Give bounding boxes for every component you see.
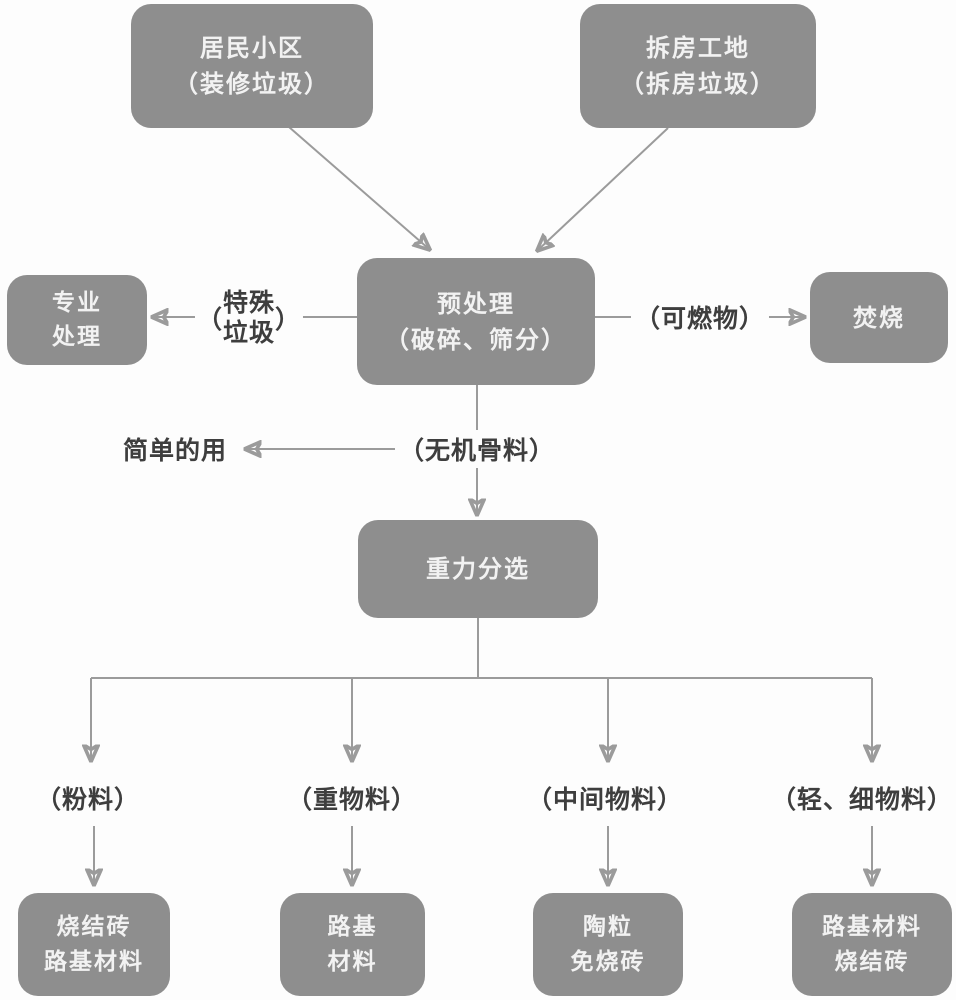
edge-label-line: 特殊 — [222, 288, 276, 317]
node-label: 拆房工地 — [646, 34, 750, 62]
close-paren: ） — [275, 305, 302, 334]
node-label: 路基 — [327, 914, 378, 940]
node-sublabel: （拆房垃圾） — [620, 70, 776, 98]
node-professional-treatment: 专业 处理 — [7, 275, 147, 365]
edge-label-light-fine-material: （轻、细物料） — [770, 785, 954, 814]
node-sublabel: 材料 — [327, 948, 378, 975]
node-label: 路基材料 — [822, 914, 922, 940]
node-roadbed-sintered-brick: 路基材料 烧结砖 — [792, 893, 952, 996]
node-residential-community: 居民小区 （装修垃圾） — [131, 4, 373, 128]
open-paren: （ — [196, 305, 223, 334]
node-label: 陶粒 — [583, 914, 633, 940]
edge-label-line: 垃圾 — [222, 318, 276, 347]
edge-label-combustible: （可燃物） — [630, 298, 770, 336]
node-sublabel: （破碎、筛分） — [385, 325, 567, 354]
node-label: 重力分选 — [426, 555, 530, 583]
node-demolition-site: 拆房工地 （拆房垃圾） — [580, 4, 816, 128]
edge-label-special-waste: （ 特殊 垃圾 ） — [194, 287, 304, 349]
arrow-residential-to-pretreatment — [288, 126, 429, 249]
node-label: 烧结砖 — [56, 914, 132, 940]
node-ceramsite-brick: 陶粒 免烧砖 — [533, 893, 683, 996]
node-sintered-brick-roadbed: 烧结砖 路基材料 — [18, 893, 170, 996]
edge-label-heavy-material: （重物料） — [286, 785, 418, 814]
node-label: 焚烧 — [853, 303, 905, 332]
node-pretreatment: 预处理 （破碎、筛分） — [357, 258, 595, 385]
node-roadbed-material: 路基 材料 — [280, 893, 425, 996]
node-sublabel: （装修垃圾） — [174, 70, 330, 98]
node-sublabel: 免烧砖 — [570, 948, 646, 975]
edge-label-inorganic-aggregate: （无机骨料） — [394, 430, 560, 468]
node-label: 预处理 — [437, 289, 515, 318]
node-gravity-separation: 重力分选 — [358, 520, 598, 618]
node-label: 居民小区 — [200, 34, 304, 62]
edge-label-powder: （粉料） — [35, 785, 141, 814]
edge-label-simple-use: 简单的用 — [122, 436, 228, 465]
node-incineration: 焚烧 — [810, 272, 948, 363]
node-label: 专业 — [52, 289, 102, 316]
node-sublabel: 路基材料 — [44, 948, 144, 975]
edge-label-intermediate-material: （中间物料） — [526, 785, 684, 814]
branch-connector — [91, 618, 872, 679]
arrow-demolition-to-pretreatment — [538, 127, 669, 250]
node-sublabel: 烧结砖 — [834, 948, 910, 975]
node-sublabel: 处理 — [52, 324, 102, 350]
